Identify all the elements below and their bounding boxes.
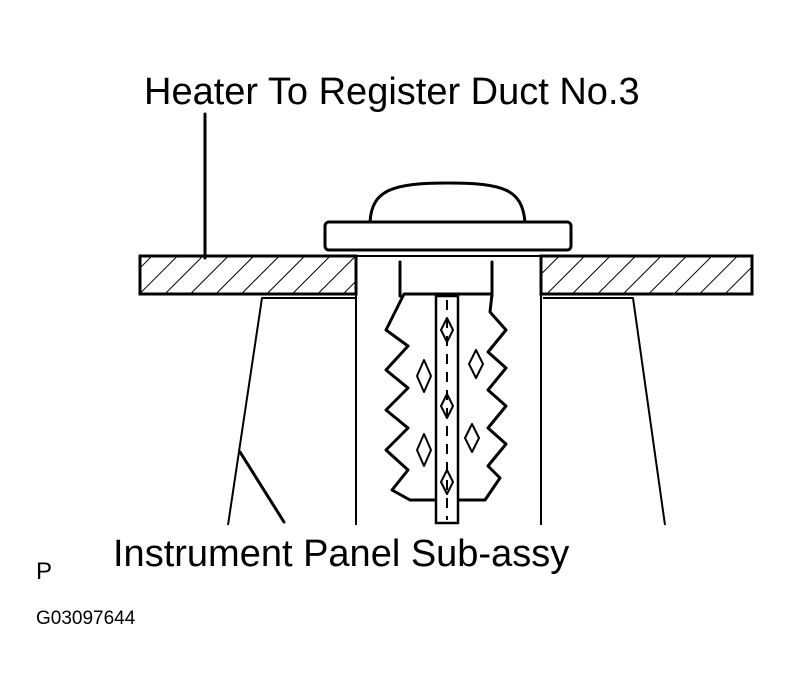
panel-leader-line xyxy=(238,450,286,524)
duct-plate-right xyxy=(539,254,754,296)
clip-legs xyxy=(398,260,494,298)
figure-id: G03097644 xyxy=(36,608,136,629)
screw-head xyxy=(323,181,573,252)
thread-diamonds xyxy=(416,317,484,495)
instrument-panel-body xyxy=(227,297,666,526)
duct-label: Heater To Register Duct No.3 xyxy=(144,71,640,113)
view-mark: P xyxy=(36,558,52,585)
panel-label: Instrument Panel Sub-assy xyxy=(113,533,569,575)
duct-plate-left xyxy=(138,254,358,296)
screw-thread xyxy=(384,292,508,502)
mounting-hole xyxy=(355,255,542,525)
center-pin xyxy=(434,294,460,525)
